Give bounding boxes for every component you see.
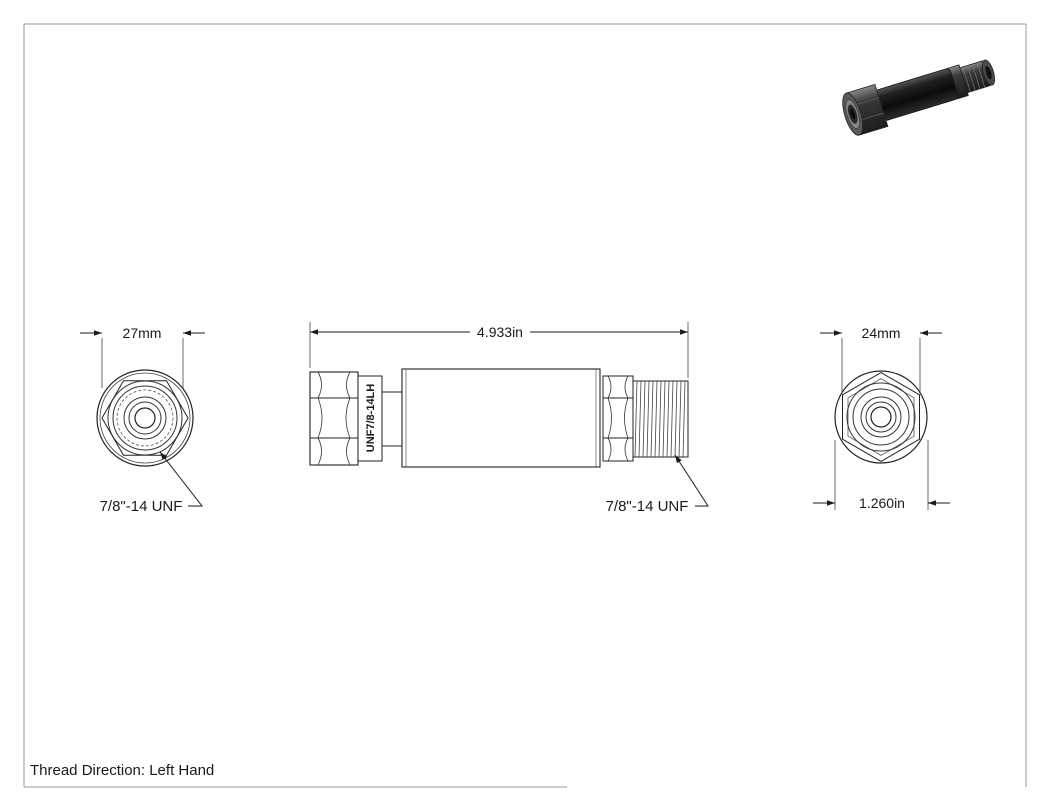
front-thread-callout: 7/8"-14 UNF <box>606 498 689 515</box>
left-thread-callout: 7/8"-14 UNF <box>100 498 183 515</box>
engraving-text: UNF7/8-14LH <box>365 384 377 453</box>
left-end-view: 27mm 7/8"-14 UNF <box>80 325 205 515</box>
hex-dimension: 24mm <box>862 325 901 341</box>
outer-dimension: 1.260in <box>859 495 905 511</box>
thread-lines <box>634 380 686 458</box>
right-end-view: 24mm 1.260in <box>813 325 950 511</box>
length-dimension: 4.933in <box>477 324 523 340</box>
front-view: UNF7/8-14LH <box>309 322 709 515</box>
isometric-view <box>842 59 996 136</box>
left-width-dimension: 27mm <box>123 325 162 341</box>
isometric-part-render <box>842 59 996 136</box>
sheet-border <box>23 23 1027 788</box>
thread-direction-note: Thread Direction: Left Hand <box>30 762 214 779</box>
